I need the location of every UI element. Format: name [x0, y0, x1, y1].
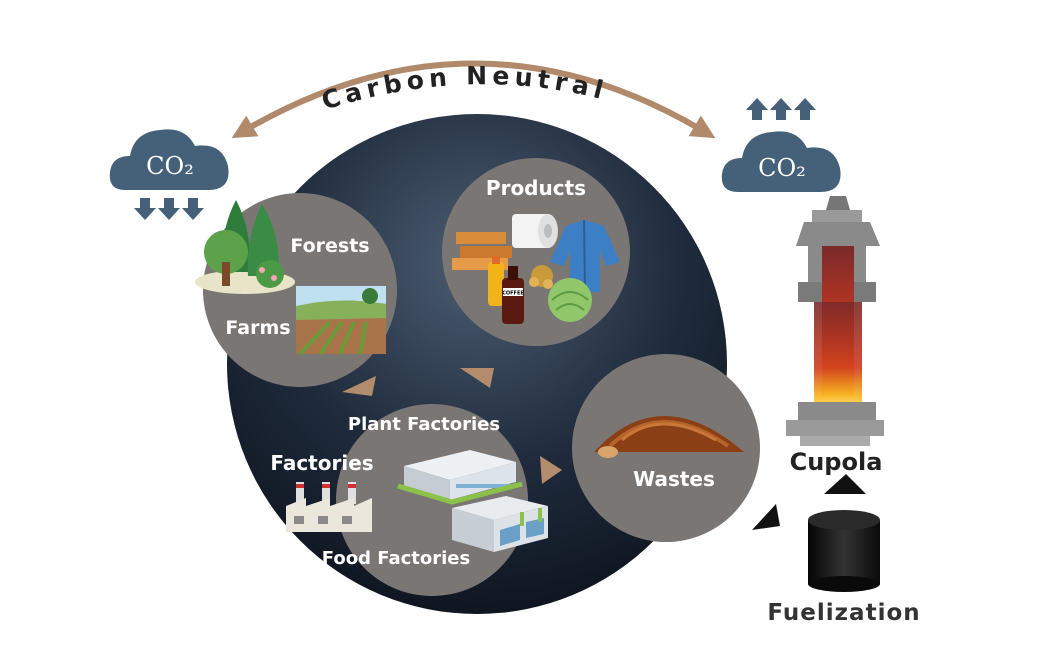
trees-icon [195, 200, 295, 294]
bottle-icon: COFFEE [488, 256, 524, 324]
carbon-neutral-arc [231, 60, 716, 139]
co2-right-label: CO₂ [758, 154, 806, 182]
cupola-furnace-image [786, 196, 884, 446]
flow-arrow-to-forests [342, 376, 376, 396]
forests-label: Forests [290, 235, 369, 257]
food-factory-building-icon [452, 496, 548, 552]
cupola-label: Cupola [790, 448, 883, 476]
plant-factory-building-icon [397, 450, 523, 505]
flow-arrow-to-wastes [540, 456, 562, 484]
fuel-briquette-image [808, 510, 880, 592]
up-arrows-icon [746, 98, 816, 120]
co2-left-label: CO₂ [146, 152, 194, 180]
factories-label: Factories [270, 451, 373, 475]
fuelization-label: Fuelization [767, 600, 920, 626]
flow-arrow-to-products [460, 368, 494, 388]
node-products: Products COFFEE [442, 158, 630, 346]
plant-factories-label: Plant Factories [348, 414, 500, 435]
smokestack-factory-icon [286, 482, 372, 532]
flow-arrows [342, 368, 562, 484]
node-factories: Plant Factories Factories Food Factories [270, 404, 548, 596]
carbon-neutral-label: Carbon Neutral [318, 61, 611, 115]
cabbage-icon [548, 278, 592, 322]
natto-icon [529, 265, 553, 289]
coffee-label: COFFEE [502, 291, 524, 297]
shirt-icon [550, 219, 620, 293]
down-arrows-icon [134, 198, 204, 220]
toilet-paper-icon [512, 214, 558, 248]
node-forests-farms: Forests Farms [195, 193, 397, 387]
farms-label: Farms [225, 317, 290, 339]
node-wastes: Wastes [572, 354, 760, 542]
wastes-label: Wastes [633, 467, 715, 491]
wood-chips-icon [594, 416, 744, 458]
co2-cloud-right: CO₂ [721, 98, 841, 192]
up-arrow-to-cupola-icon [824, 474, 866, 494]
arrow-from-wastes-icon [752, 504, 780, 530]
farm-field-image [296, 286, 386, 356]
co2-cloud-left: CO₂ [109, 129, 229, 220]
products-label: Products [486, 176, 586, 200]
food-factories-label: Food Factories [322, 548, 470, 569]
